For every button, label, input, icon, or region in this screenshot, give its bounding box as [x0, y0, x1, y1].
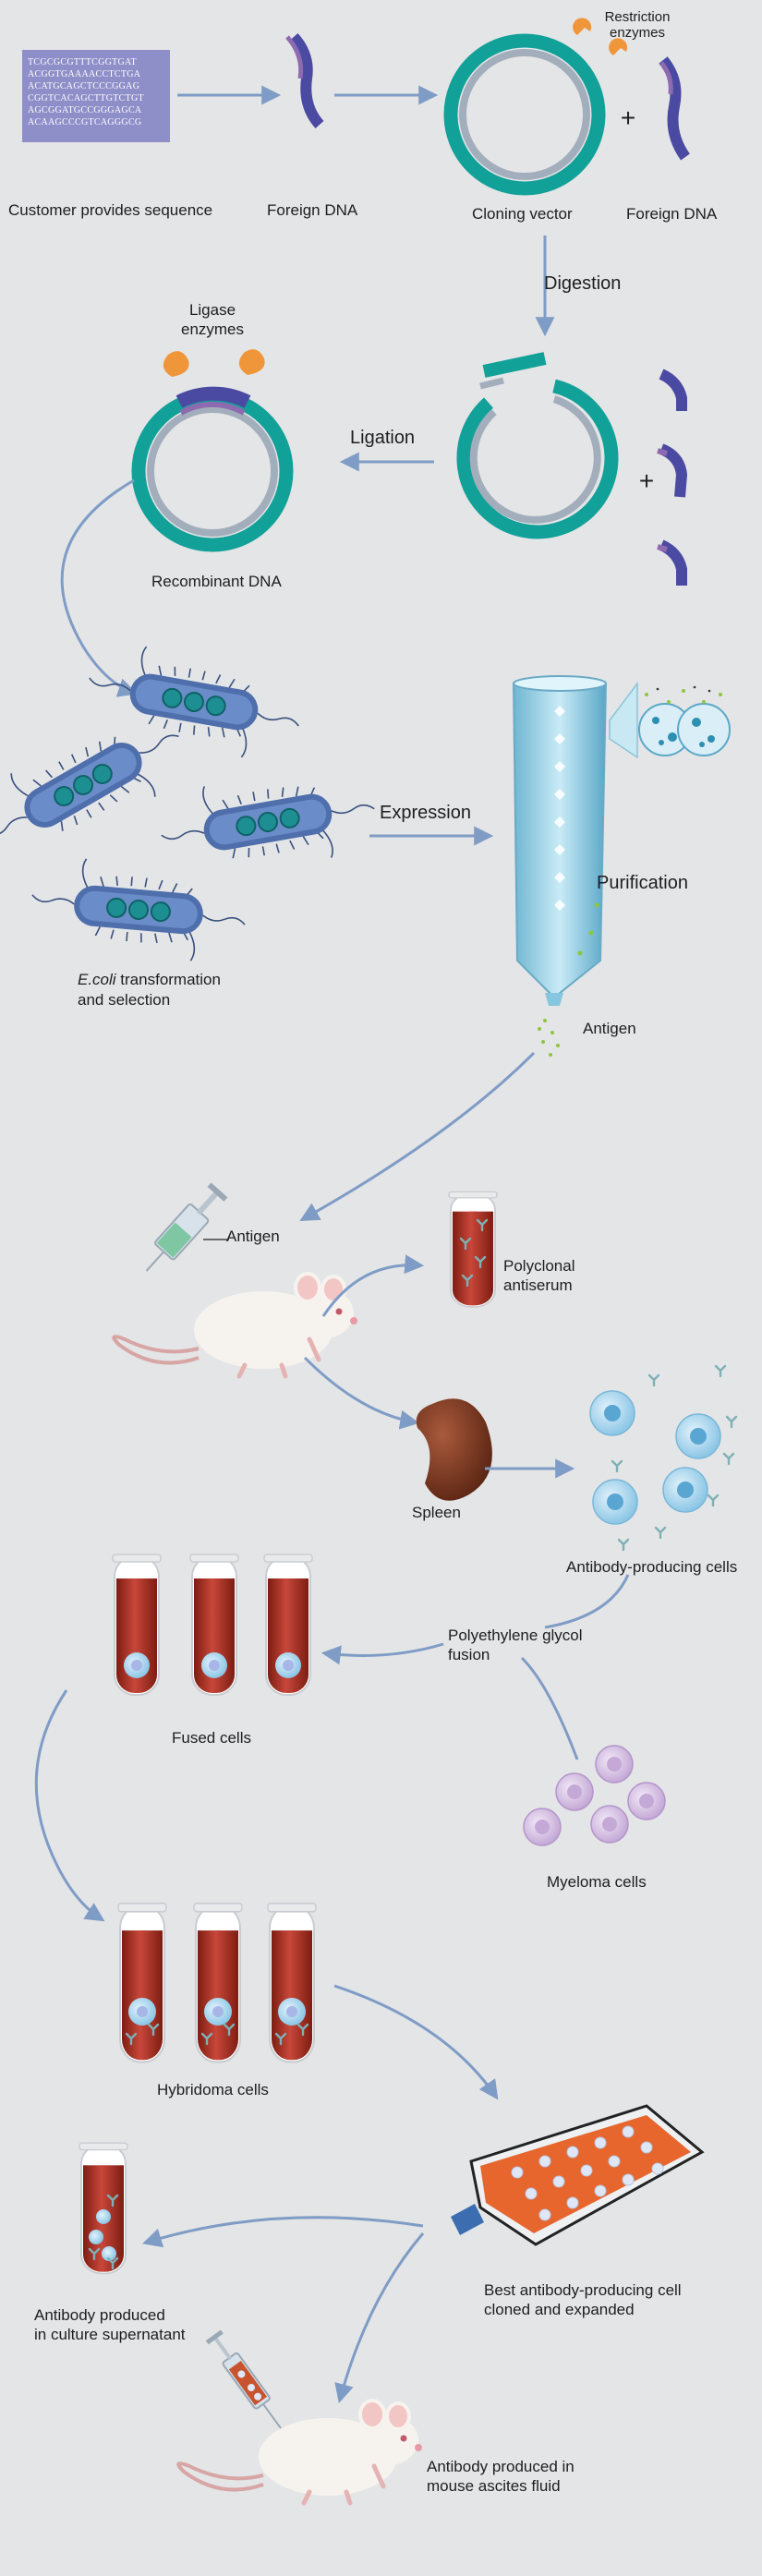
label-restriction-enzymes: enzymes — [609, 25, 666, 41]
label-antibody-producing-cells: Antibody-producing cells — [566, 1558, 738, 1576]
label-recombinant-dna: Recombinant DNA — [151, 573, 282, 590]
label-antiserum: antiserum — [503, 1276, 573, 1294]
dna-sequence-box: TCGCGCGTTTCGGTGAT ACGGTGAAAACCTCTGA ACAT… — [22, 50, 170, 142]
label-antibody-produced-in: Antibody produced in — [427, 2458, 575, 2475]
arrow-to-bacteria — [60, 478, 138, 697]
dna-fragments — [657, 369, 688, 586]
ecoli-bacterium-3 — [153, 756, 382, 888]
ecoli-bacterium-4 — [27, 853, 250, 966]
myeloma-cells — [523, 1745, 666, 1846]
arrow-from-myeloma — [520, 1656, 579, 1760]
antibody-producing-cells — [589, 1364, 738, 1552]
polyclonal-antiserum-tube — [448, 1191, 498, 1308]
cut-plasmid — [456, 352, 619, 539]
label-mouse-ascites: mouse ascites fluid — [427, 2477, 561, 2495]
arrow-to-fused-cells — [321, 1642, 444, 1665]
label-fused-cells: Fused cells — [172, 1729, 251, 1747]
label-customer-provides-sequence: Customer provides sequence — [8, 201, 213, 219]
mouse-immunized — [114, 1274, 357, 1376]
label-antigen-injection: Antigen — [226, 1228, 280, 1245]
spleen-icon — [416, 1398, 492, 1501]
restriction-enzyme-icon — [573, 18, 628, 55]
label-polyclonal: Polyclonal — [503, 1257, 575, 1275]
label-hybridoma-cells: Hybridoma cells — [157, 2081, 269, 2098]
label-ecoli-transformation: E.coli transformation — [78, 970, 221, 989]
arrow-to-ascites — [334, 2232, 425, 2404]
fused-cells-tube-1 — [112, 1554, 162, 1696]
syringe-ascites-icon — [205, 2329, 283, 2430]
cloning-vector-plasmid — [443, 33, 606, 196]
arrow-from-antibody-cells — [544, 1574, 630, 1629]
hybridoma-tube-2 — [192, 1902, 244, 2063]
ligase-enzyme-icon — [163, 349, 265, 377]
sequence-line: TCGCGCGTTTCGGTGAT — [28, 57, 137, 67]
recombinant-dna-plasmid — [131, 386, 294, 552]
arrow-to-antiserum — [321, 1254, 425, 1317]
label-expression: Expression — [380, 803, 471, 823]
foreign-dna-strand-2 — [659, 56, 690, 161]
label-spleen: Spleen — [412, 1504, 461, 1521]
sequence-line: ACATGCAGCTCCCGGAG — [28, 81, 140, 91]
ecoli-bacterium-2 — [0, 690, 200, 880]
label-digestion: Digestion — [544, 273, 622, 294]
label-ligation: Ligation — [350, 428, 416, 448]
label-culture-supernatant: in culture supernatant — [34, 2326, 186, 2343]
label-and-selection: and selection — [78, 991, 171, 1009]
label-antibody-produced: Antibody produced — [34, 2306, 165, 2324]
arrow-to-supernatant — [141, 2216, 424, 2248]
label-purification: Purification — [597, 873, 688, 893]
label-myeloma-cells: Myeloma cells — [547, 1873, 647, 1891]
label-best-cell: Best antibody-producing cell — [484, 2281, 682, 2299]
label-foreign-dna-1: Foreign DNA — [267, 201, 358, 219]
sequence-line: AGCGGATGCCGGGAGCA — [28, 105, 142, 115]
fused-cells-tube-3 — [263, 1554, 313, 1696]
purification-column — [512, 675, 638, 1057]
label-foreign-dna-2: Foreign DNA — [626, 205, 718, 223]
hybridoma-tube-1 — [116, 1902, 168, 2063]
culture-flask — [451, 2104, 705, 2246]
arrow-to-spleen — [303, 1356, 420, 1430]
label-cloning-vector: Cloning vector — [472, 205, 573, 223]
label-fusion: fusion — [448, 1646, 490, 1663]
plus-sign-2: + — [639, 466, 654, 495]
syringe-icon — [145, 1182, 228, 1272]
sequence-line: CGGTCACAGCTTGTCTGT — [28, 93, 144, 103]
sequence-line: ACGGTGAAAACCTCTGA — [28, 69, 141, 79]
label-polyethylene-glycol: Polyethylene glycol — [448, 1627, 583, 1644]
label-antigen-purified: Antigen — [583, 1020, 636, 1037]
label-ligase: Ligase — [188, 301, 236, 319]
fused-cells-tube-2 — [189, 1554, 239, 1696]
label-ecoli-transformation-text: transformation — [115, 971, 221, 988]
sequence-line: ACAAGCCCGTCAGGGCG — [28, 117, 142, 127]
foreign-dna-strand — [285, 32, 324, 129]
supernatant-tube — [79, 2142, 128, 2275]
label-restriction: Restriction — [604, 9, 671, 25]
label-ecoli-name: E.coli — [78, 971, 116, 988]
hybridoma-tube-3 — [266, 1902, 318, 2063]
mouse-ascites — [178, 2401, 422, 2503]
arrow-to-immunization — [299, 1051, 536, 1222]
arrow-to-culture-flask — [333, 1984, 499, 2100]
label-ligase-enzymes: enzymes — [180, 320, 245, 338]
label-cloned-expanded: cloned and expanded — [484, 2301, 635, 2318]
bead-magnified — [638, 685, 731, 756]
plus-sign-1: + — [621, 103, 635, 132]
arrow-to-hybridoma — [34, 1689, 105, 1922]
